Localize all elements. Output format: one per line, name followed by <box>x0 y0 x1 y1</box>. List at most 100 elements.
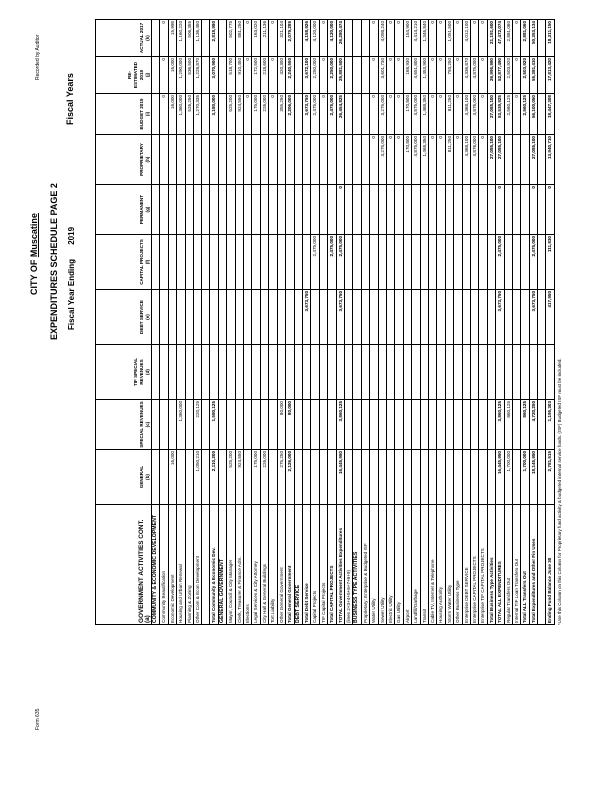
cell-value <box>453 399 463 450</box>
cell-value <box>403 344 412 400</box>
cell-value: 1,700,000 <box>504 449 513 505</box>
cell-value <box>319 184 328 235</box>
cell-value: 26,280,474 <box>336 19 345 57</box>
cell-value <box>445 289 454 345</box>
cell-value: 2,781,515 <box>545 449 555 505</box>
cell-value: 17,813,420 <box>545 56 555 94</box>
cell-value <box>361 449 370 505</box>
row-label: Enterprise TIF CAPITAL PROJECTS <box>478 504 488 625</box>
row-label: Total Debt Service <box>302 504 311 625</box>
cell-value <box>277 134 286 185</box>
cell-value <box>235 289 244 345</box>
cell-value <box>436 234 446 290</box>
cell-value <box>361 344 370 400</box>
row-label: Landfill/Garbage <box>411 504 421 625</box>
cell-value <box>218 399 227 450</box>
cell-value <box>411 289 421 345</box>
row-label: Community Beautification <box>159 504 169 625</box>
cell-value: 3,860,125 <box>495 399 505 450</box>
cell-value <box>420 289 429 345</box>
cell-value: 2,560,125 <box>520 93 530 135</box>
cell-value: 1,228,870 <box>193 56 202 94</box>
cell-value <box>537 134 546 185</box>
cell-value <box>201 184 210 235</box>
cell-value <box>445 184 454 235</box>
cell-value: 525,200 <box>226 93 236 135</box>
cell-value <box>386 449 395 505</box>
cell-value: 111,830 <box>545 234 555 290</box>
row-label: Housing Authority <box>436 504 446 625</box>
column-header: BUDGET 2019(i) <box>95 93 152 135</box>
cell-value: 218,600 <box>260 56 269 94</box>
cell-value <box>462 344 471 400</box>
cell-value <box>352 19 362 57</box>
cell-value: 0 <box>243 19 252 57</box>
cell-value <box>378 344 387 400</box>
city-name: Muscatine <box>29 213 39 258</box>
cell-value <box>478 184 488 235</box>
cell-value: 0 <box>478 93 488 135</box>
cell-value <box>235 234 244 290</box>
cell-value <box>462 449 471 505</box>
row-label: Clerk, Treasurer & Finance Adm. <box>235 504 244 625</box>
column-header-code: (g) <box>145 206 150 213</box>
cell-value <box>226 184 236 235</box>
cell-value <box>176 184 186 235</box>
cell-value: 2,881,060 <box>504 19 513 57</box>
cell-value: 0 <box>369 134 379 185</box>
cell-value: 47,472,074 <box>495 19 505 57</box>
cell-value: 3,673,750 <box>302 289 311 345</box>
cell-value: 2,475,000 <box>336 234 345 290</box>
row-label: DEBT SERVICE <box>294 504 303 625</box>
cell-value <box>218 449 227 505</box>
cell-value <box>176 344 186 400</box>
cell-value <box>319 134 328 185</box>
cell-value <box>294 289 303 345</box>
cell-value <box>268 234 278 290</box>
cell-value <box>285 344 294 400</box>
cell-value <box>319 289 328 345</box>
cell-value <box>394 234 404 290</box>
cell-value <box>302 399 311 450</box>
cell-value <box>327 344 337 400</box>
cell-value <box>159 399 169 450</box>
cell-value <box>352 184 362 235</box>
cell-value <box>260 184 269 235</box>
cell-value <box>226 399 236 450</box>
cell-value: 16,000 <box>168 449 177 505</box>
cell-value: 3,673,750 <box>336 289 345 345</box>
row-label: Internal TIF Loan Transfers Out <box>512 504 521 625</box>
row-label: Regular Transfers Out <box>504 504 513 625</box>
column-header: PROPRIETARY(h) <box>95 134 152 185</box>
row-label: Transit <box>420 504 429 625</box>
cell-value <box>294 93 303 135</box>
row-label: Planning & Zoning <box>185 504 194 625</box>
cell-value <box>403 449 412 505</box>
cell-value <box>378 399 387 450</box>
cell-value: 0 <box>436 56 446 94</box>
cell-value: 4,875,000 <box>411 134 421 185</box>
cell-value <box>310 344 320 400</box>
cell-value <box>344 234 353 290</box>
column-header-code: (f) <box>145 259 150 265</box>
cell-value: 321,104 <box>277 19 286 57</box>
cell-value: 16,445,950 <box>336 449 345 505</box>
cell-value <box>185 184 194 235</box>
cell-value <box>361 19 370 57</box>
cell-value <box>185 234 194 290</box>
cell-value <box>428 344 437 400</box>
row-label: GENERAL GOVERNMENT <box>218 504 227 625</box>
cell-value: 26,995,990 <box>487 56 496 94</box>
cell-value <box>386 184 395 235</box>
cell-value <box>285 289 294 345</box>
row-label: Ending Fund Balance June 30 <box>545 504 555 625</box>
